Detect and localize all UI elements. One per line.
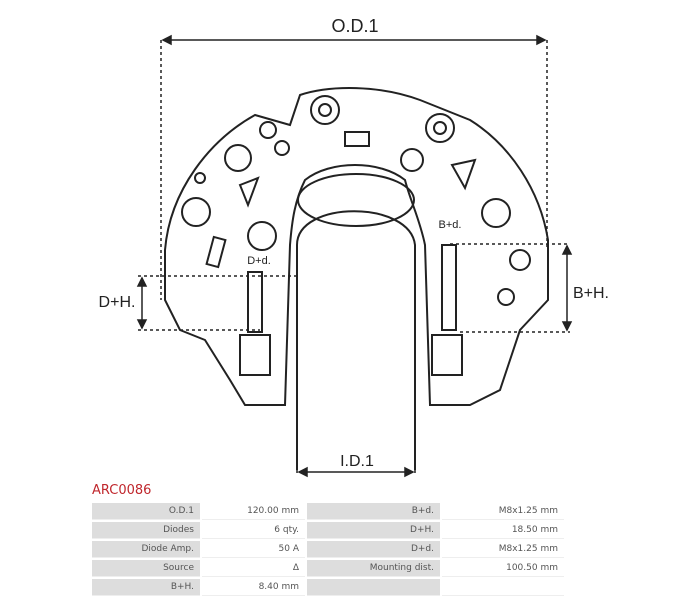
spec-row: B+H.8.40 mm <box>92 579 564 596</box>
dd-label: D+d. <box>247 255 271 267</box>
rectifier-body-outline <box>164 87 549 406</box>
rectifier-technical-drawing: O.D.1 I.D.1 D+H. D+d. B+d. B+H. <box>99 16 609 478</box>
center-bore <box>296 210 416 470</box>
id-label: I.D.1 <box>340 453 374 470</box>
spec-value: Δ <box>202 560 305 577</box>
spec-label <box>307 579 440 596</box>
spec-label: O.D.1 <box>92 503 200 520</box>
dh-label: D+H. <box>99 294 136 311</box>
spec-value: 18.50 mm <box>442 522 564 539</box>
spec-value: 6 qty. <box>202 522 305 539</box>
spec-label: B+H. <box>92 579 200 596</box>
spec-label: B+d. <box>307 503 440 520</box>
spec-label: Diode Amp. <box>92 541 200 558</box>
spec-value: 8.40 mm <box>202 579 305 596</box>
part-code: ARC0086 <box>92 483 152 498</box>
spec-value: 120.00 mm <box>202 503 305 520</box>
spec-value: 50 A <box>202 541 305 558</box>
spec-value: M8x1.25 mm <box>442 503 564 520</box>
od-label: O.D.1 <box>331 16 378 36</box>
spec-label: Mounting dist. <box>307 560 440 577</box>
spec-label: Source <box>92 560 200 577</box>
spec-value: M8x1.25 mm <box>442 541 564 558</box>
spec-label: D+d. <box>307 541 440 558</box>
bh-label: B+H. <box>573 285 609 302</box>
spec-label: D+H. <box>307 522 440 539</box>
spec-value <box>442 579 564 596</box>
bd-label: B+d. <box>439 219 462 231</box>
spec-label: Diodes <box>92 522 200 539</box>
spec-value: 100.50 mm <box>442 560 564 577</box>
